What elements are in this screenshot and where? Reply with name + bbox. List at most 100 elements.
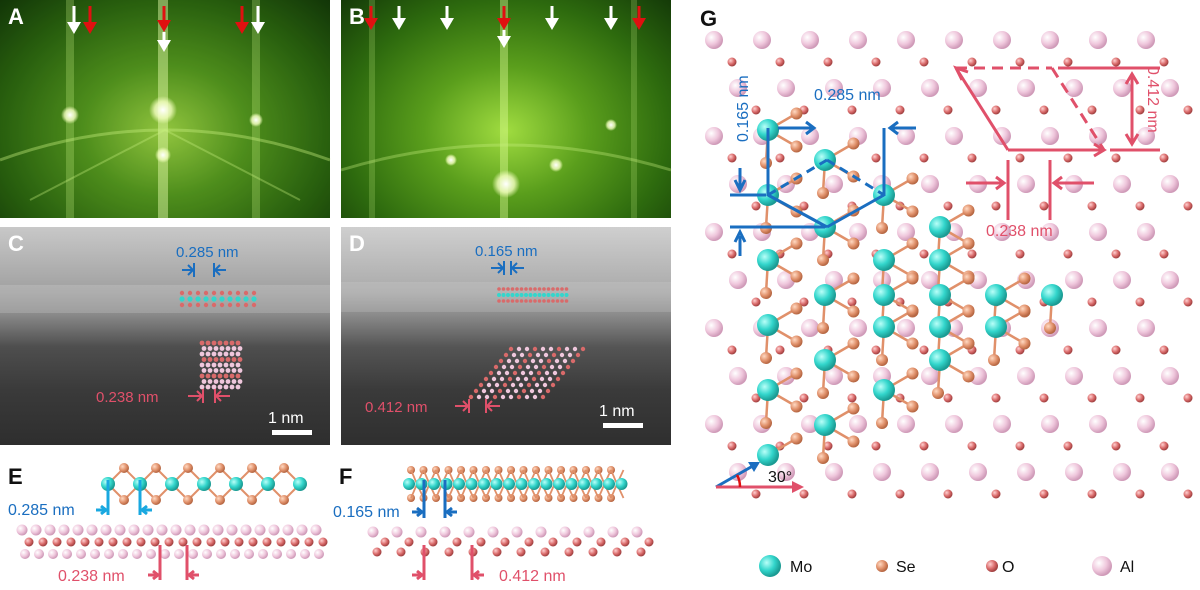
e-al-atom xyxy=(240,524,252,536)
g-al-atom xyxy=(897,31,915,49)
d-substrate-atom xyxy=(473,388,479,394)
e-al-atom xyxy=(100,524,112,536)
f-al-atom xyxy=(367,526,379,538)
d-substrate-atom xyxy=(497,388,503,394)
c-atom-mid xyxy=(195,296,201,302)
e-al-atom xyxy=(170,524,182,536)
e-al-atom xyxy=(132,549,142,559)
d-atom-top xyxy=(528,287,533,291)
f-mo-atom xyxy=(540,478,553,490)
f-o-atom xyxy=(524,537,534,547)
g-se-atom xyxy=(1018,304,1031,317)
f-o-atom xyxy=(516,547,526,557)
c-atom-bottom xyxy=(235,302,241,308)
g-o-atom xyxy=(775,345,785,355)
g-se-atom xyxy=(847,305,860,318)
g-al-atom xyxy=(921,175,939,193)
g-al-atom xyxy=(801,319,819,337)
g-se-atom xyxy=(906,337,919,350)
f-mose2-layer xyxy=(403,466,628,502)
c-atom-bottom xyxy=(219,302,225,308)
legend-o-label: O xyxy=(1002,559,1014,576)
c-atom-top xyxy=(219,290,225,296)
legend-se: Se xyxy=(876,559,916,576)
g-al-atom xyxy=(1089,319,1107,337)
g-se-atom xyxy=(790,140,803,153)
c-atom-mid xyxy=(203,296,209,302)
e-al-atom xyxy=(254,524,266,536)
f-mo-atom xyxy=(415,478,428,490)
g-al-horizontal-spacing: 0.238 nm xyxy=(986,223,1053,240)
d-substrate-atom xyxy=(521,388,527,394)
e-lower-spacing-label: 0.238 nm xyxy=(58,568,125,585)
g-al-atom xyxy=(897,319,915,337)
g-o-atom xyxy=(967,153,977,163)
arrow-red-b3 xyxy=(632,6,646,30)
c-substrate-atom xyxy=(207,368,213,373)
g-o-atom xyxy=(799,297,809,307)
panel-f-graphic: 0.165 nm 0.412 nm xyxy=(333,466,654,585)
d-substrate-atom xyxy=(556,346,562,352)
legend-o: O xyxy=(986,559,1014,576)
e-al-atom xyxy=(230,549,240,559)
d-substrate-atom xyxy=(543,352,549,358)
g-se-atom xyxy=(962,370,975,383)
d-substrate-atom xyxy=(503,352,509,358)
c-substrate-atom xyxy=(229,351,235,357)
g-se-atom xyxy=(876,354,888,366)
g-o-atom xyxy=(1015,249,1025,259)
d-upper-spacing-label: 0.165 nm xyxy=(475,243,538,260)
g-al-atom xyxy=(705,319,723,337)
g-se-atom xyxy=(962,204,975,217)
g-o-atom xyxy=(991,105,1001,115)
g-se-atom xyxy=(906,367,919,380)
f-mo-atom xyxy=(615,478,628,490)
c-atom-mid xyxy=(227,296,233,302)
g-o-atom xyxy=(1087,105,1097,115)
c-substrate-atom xyxy=(219,368,225,373)
f-mo-atom xyxy=(428,478,440,490)
f-substrate-atoms xyxy=(367,526,654,557)
c-substrate-atom xyxy=(213,346,219,351)
g-al-atom xyxy=(1065,463,1083,481)
g-o-atom xyxy=(919,345,929,355)
g-al-atom xyxy=(1065,79,1083,97)
e-mose2-layer xyxy=(101,463,307,505)
g-al-atom xyxy=(921,463,939,481)
arrow-white-3 xyxy=(251,6,265,34)
g-mo-atom xyxy=(873,379,895,401)
panel-b-rheed: B xyxy=(340,0,672,218)
g-al-atom xyxy=(849,319,867,337)
g-al-atom xyxy=(1137,127,1155,145)
g-o-atom xyxy=(1159,153,1169,163)
g-o-atom xyxy=(751,201,761,211)
d-substrate-atom xyxy=(508,394,514,400)
d-substrate-atom xyxy=(468,394,474,400)
e-mo-atom xyxy=(229,477,243,491)
d-atom-mid xyxy=(533,293,537,297)
e-se-atom xyxy=(247,495,257,505)
g-o-atom xyxy=(727,345,737,355)
d-substrate-atom xyxy=(523,376,529,382)
d-substrate-atom xyxy=(513,388,519,394)
g-o-atom xyxy=(727,249,737,259)
g-o-atom xyxy=(727,153,737,163)
g-al-atom xyxy=(1161,463,1179,481)
d-atom-top xyxy=(560,287,564,291)
g-o-atom xyxy=(847,105,857,115)
d-substrate-atom xyxy=(524,394,530,400)
g-al-atom xyxy=(849,415,867,433)
g-al-atom xyxy=(945,31,963,49)
panel-label-e: E xyxy=(8,464,23,489)
f-o-atom xyxy=(620,537,630,547)
f-o-atom xyxy=(572,537,582,547)
c-substrate-atom xyxy=(213,379,219,384)
f-o-atom xyxy=(564,547,574,557)
g-se-atom xyxy=(847,337,860,350)
e-al-atom xyxy=(286,549,296,559)
g-o-atom xyxy=(1135,201,1145,211)
f-al-atom xyxy=(559,526,571,538)
g-o-atom xyxy=(1135,297,1145,307)
g-o-atom xyxy=(1111,249,1121,259)
c-atom-bottom xyxy=(243,302,249,308)
